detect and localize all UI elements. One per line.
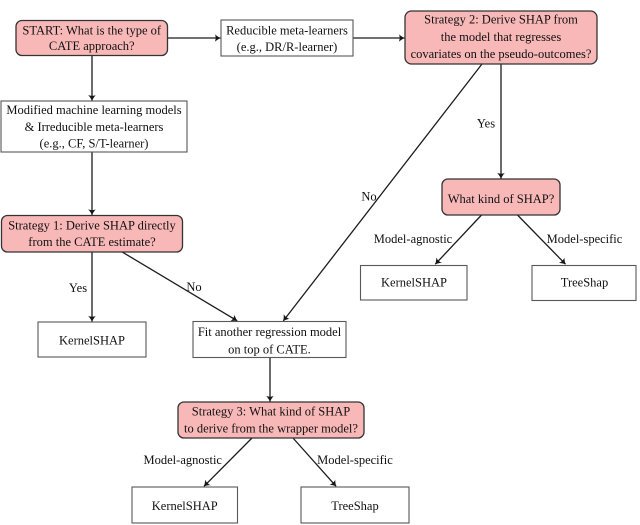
svg-text:to derive from the wrapper mod: to derive from the wrapper model? — [184, 422, 358, 436]
svg-text:& Irreducible meta-learners: & Irreducible meta-learners — [25, 120, 164, 134]
svg-text:Strategy 1: Derive SHAP direct: Strategy 1: Derive SHAP directly — [8, 218, 176, 232]
svg-text:KernelSHAP: KernelSHAP — [381, 276, 447, 290]
svg-text:Model-specific: Model-specific — [317, 453, 393, 467]
svg-text:Yes: Yes — [69, 281, 87, 295]
svg-text:Modified machine learning mode: Modified machine learning models — [6, 103, 181, 117]
svg-text:Reducible meta-learners: Reducible meta-learners — [226, 23, 348, 37]
svg-text:What kind of SHAP?: What kind of SHAP? — [448, 192, 555, 206]
svg-text:CATE approach?: CATE approach? — [49, 39, 135, 53]
svg-text:TreeShap: TreeShap — [561, 276, 608, 290]
svg-text:Model-agnostic: Model-agnostic — [144, 453, 223, 467]
svg-text:(e.g., CF, S/T-learner): (e.g., CF, S/T-learner) — [40, 136, 149, 150]
svg-text:KernelSHAP: KernelSHAP — [152, 499, 218, 513]
svg-text:the model that regresses: the model that regresses — [441, 30, 562, 44]
svg-text:Strategy 3: What kind of SHAP: Strategy 3: What kind of SHAP — [192, 405, 350, 419]
svg-text:START: What is the type of: START: What is the type of — [22, 24, 162, 38]
svg-text:KernelSHAP: KernelSHAP — [59, 333, 125, 347]
svg-text:No: No — [186, 280, 201, 294]
svg-text:Strategy 2: Derive SHAP from: Strategy 2: Derive SHAP from — [424, 13, 578, 27]
svg-text:covariates on the pseudo-outco: covariates on the pseudo-outcomes? — [411, 47, 592, 61]
svg-text:Model-specific: Model-specific — [547, 232, 623, 246]
svg-text:(e.g., DR/R-learner): (e.g., DR/R-learner) — [237, 40, 338, 54]
svg-text:No: No — [361, 190, 376, 204]
svg-text:from the CATE estimate?: from the CATE estimate? — [28, 235, 156, 249]
svg-text:Model-agnostic: Model-agnostic — [374, 232, 453, 246]
svg-text:TreeShap: TreeShap — [331, 499, 378, 513]
svg-text:Yes: Yes — [477, 117, 495, 131]
svg-text:on top of CATE.: on top of CATE. — [228, 342, 311, 356]
svg-text:Fit another regression model: Fit another regression model — [198, 325, 342, 339]
